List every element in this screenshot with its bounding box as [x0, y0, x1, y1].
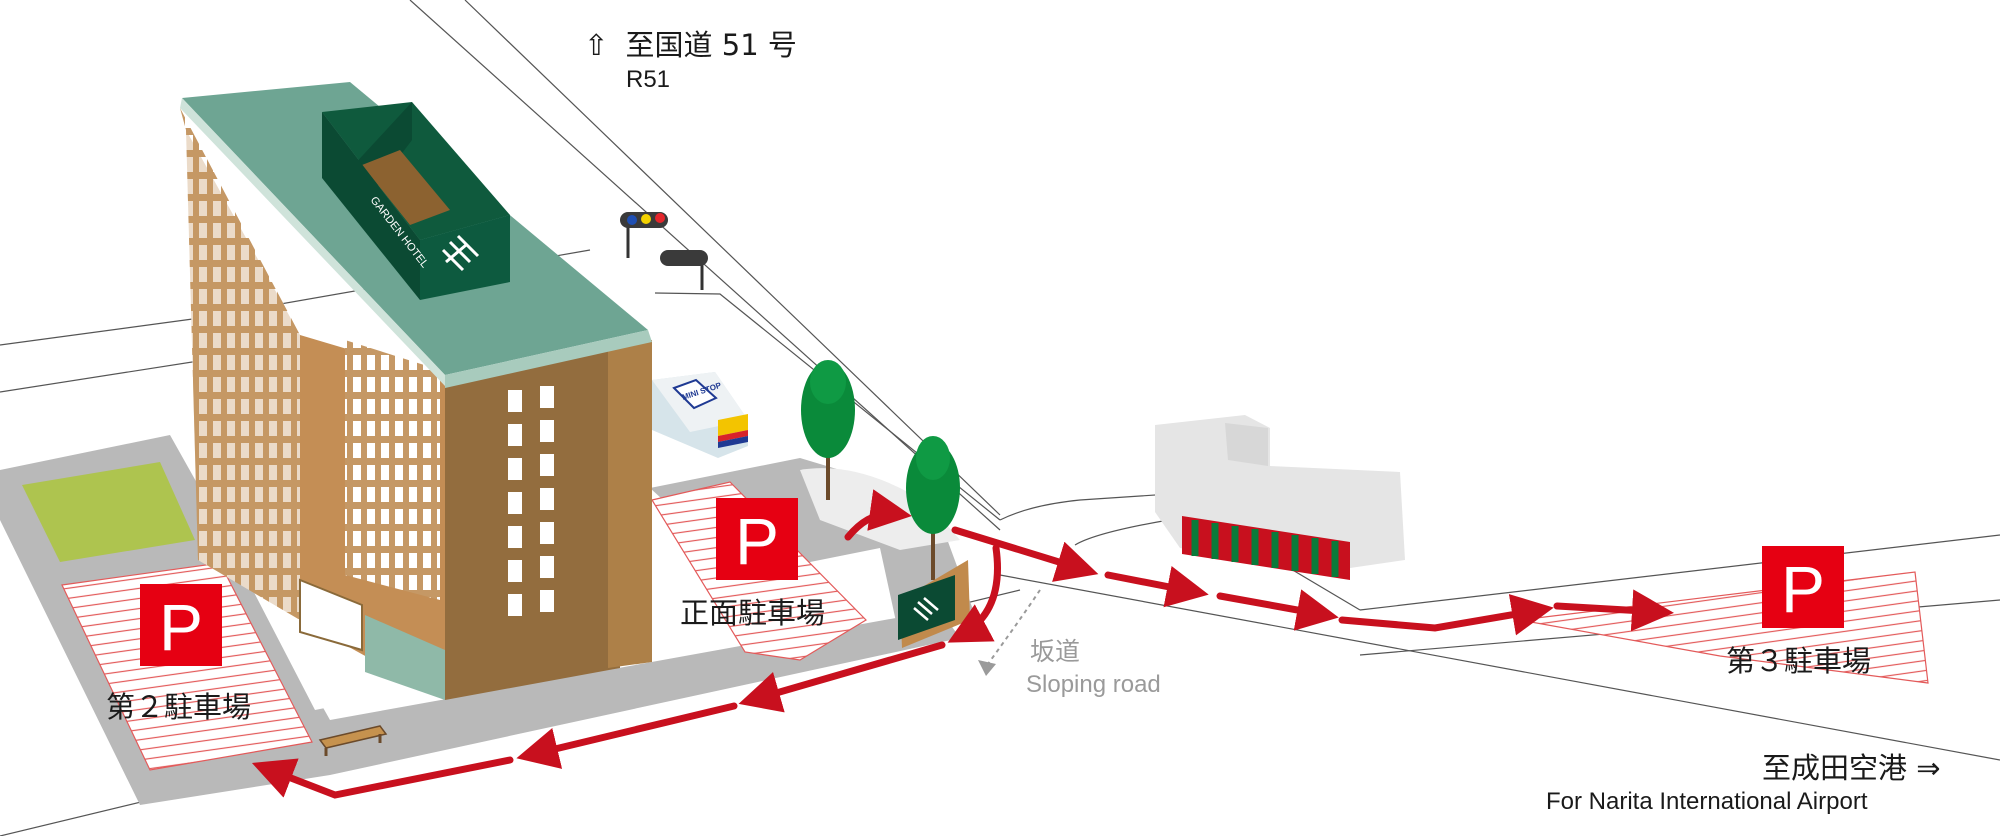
route-arrows — [251, 489, 1674, 799]
parking-sign-front: P — [716, 498, 798, 580]
traffic-light-icon — [620, 212, 708, 290]
hotel-building — [180, 82, 652, 700]
hotel-logo-icon — [913, 597, 939, 621]
parking-lot-2 — [61, 562, 313, 771]
hotel-rooftop-sign: GARDEN HOTEL — [322, 102, 510, 300]
north-label: ⇧ 至国道 51 号 — [584, 22, 797, 64]
north-label-en: R51 — [626, 66, 671, 93]
shop-building — [1155, 415, 1405, 580]
ministop-logo-icon: MINI STOP — [672, 378, 723, 410]
slope-arrow-head — [978, 660, 996, 676]
grass-area — [22, 462, 195, 562]
parking-2-label: 第２駐車場 — [106, 690, 252, 724]
parking-sign-front-letter: P — [735, 504, 779, 578]
parking-front-label: 正面駐車場 — [680, 596, 826, 630]
parking-3-label: 第３駐車場 — [1726, 644, 1872, 678]
parking-sign-2: P — [140, 584, 222, 666]
north-label-jp: 至国道 51 号 — [625, 28, 797, 62]
slope-arrow — [984, 589, 1041, 669]
airport-label-jp: 至成田空港 ⇒ — [1762, 751, 1941, 785]
up-arrow-icon: ⇧ — [584, 28, 609, 62]
tree-icon — [801, 360, 855, 500]
tree-icon — [906, 436, 960, 580]
parking-sign-2-letter: P — [159, 590, 203, 664]
airport-label-en: For Narita International Airport — [1546, 788, 1868, 815]
ministop-store: MINI STOP — [652, 372, 748, 458]
hotel-logo-icon — [441, 234, 480, 272]
slope-label-en: Sloping road — [1026, 671, 1161, 698]
bench-icon — [318, 725, 388, 756]
slope-label-jp: 坂道 — [1030, 637, 1081, 666]
parking-sign-3: P — [1762, 546, 1844, 628]
parking-sign-3-letter: P — [1781, 552, 1825, 626]
